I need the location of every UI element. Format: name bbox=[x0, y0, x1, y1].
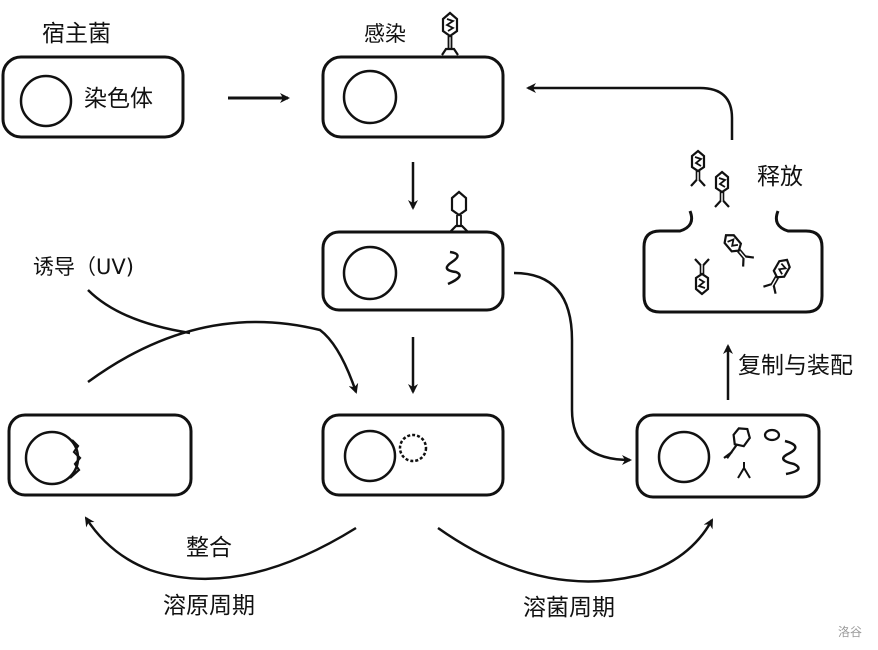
label-lysogenic-cycle: 溶原周期 bbox=[163, 593, 255, 619]
arrow-prophage-to-circular bbox=[87, 320, 359, 394]
arrow-integration bbox=[84, 516, 357, 580]
cell-host bbox=[1, 55, 185, 139]
watermark: 洛谷 bbox=[838, 625, 863, 639]
label-integration: 整合 bbox=[186, 535, 232, 561]
cell-replication bbox=[635, 413, 821, 499]
label-chromosome: 染色体 bbox=[84, 86, 153, 112]
chromosome bbox=[19, 74, 73, 128]
cell-infection bbox=[321, 11, 505, 139]
label-release: 释放 bbox=[757, 164, 803, 190]
arrow-injection-to-replication bbox=[513, 271, 632, 465]
arrow-induction bbox=[87, 289, 191, 335]
phage-ghost-icon bbox=[449, 190, 469, 233]
phage-dna bbox=[445, 250, 461, 286]
cell-lysis bbox=[642, 149, 824, 314]
cell-circular-dna bbox=[321, 413, 505, 497]
label-infection: 感染 bbox=[364, 22, 406, 46]
phage-circular-dna bbox=[398, 433, 428, 463]
label-lytic-cycle: 溶菌周期 bbox=[523, 595, 615, 621]
label-host-bacterium: 宿主菌 bbox=[42, 21, 111, 47]
phage-icon bbox=[441, 11, 459, 56]
cell-prophage bbox=[7, 413, 193, 497]
label-replication-assembly: 复制与装配 bbox=[738, 353, 853, 379]
label-induction: 诱导（UV) bbox=[33, 255, 134, 279]
cell-injection bbox=[321, 190, 505, 312]
arrow-lytic bbox=[437, 518, 714, 583]
arrow-release-to-infection bbox=[526, 83, 734, 140]
